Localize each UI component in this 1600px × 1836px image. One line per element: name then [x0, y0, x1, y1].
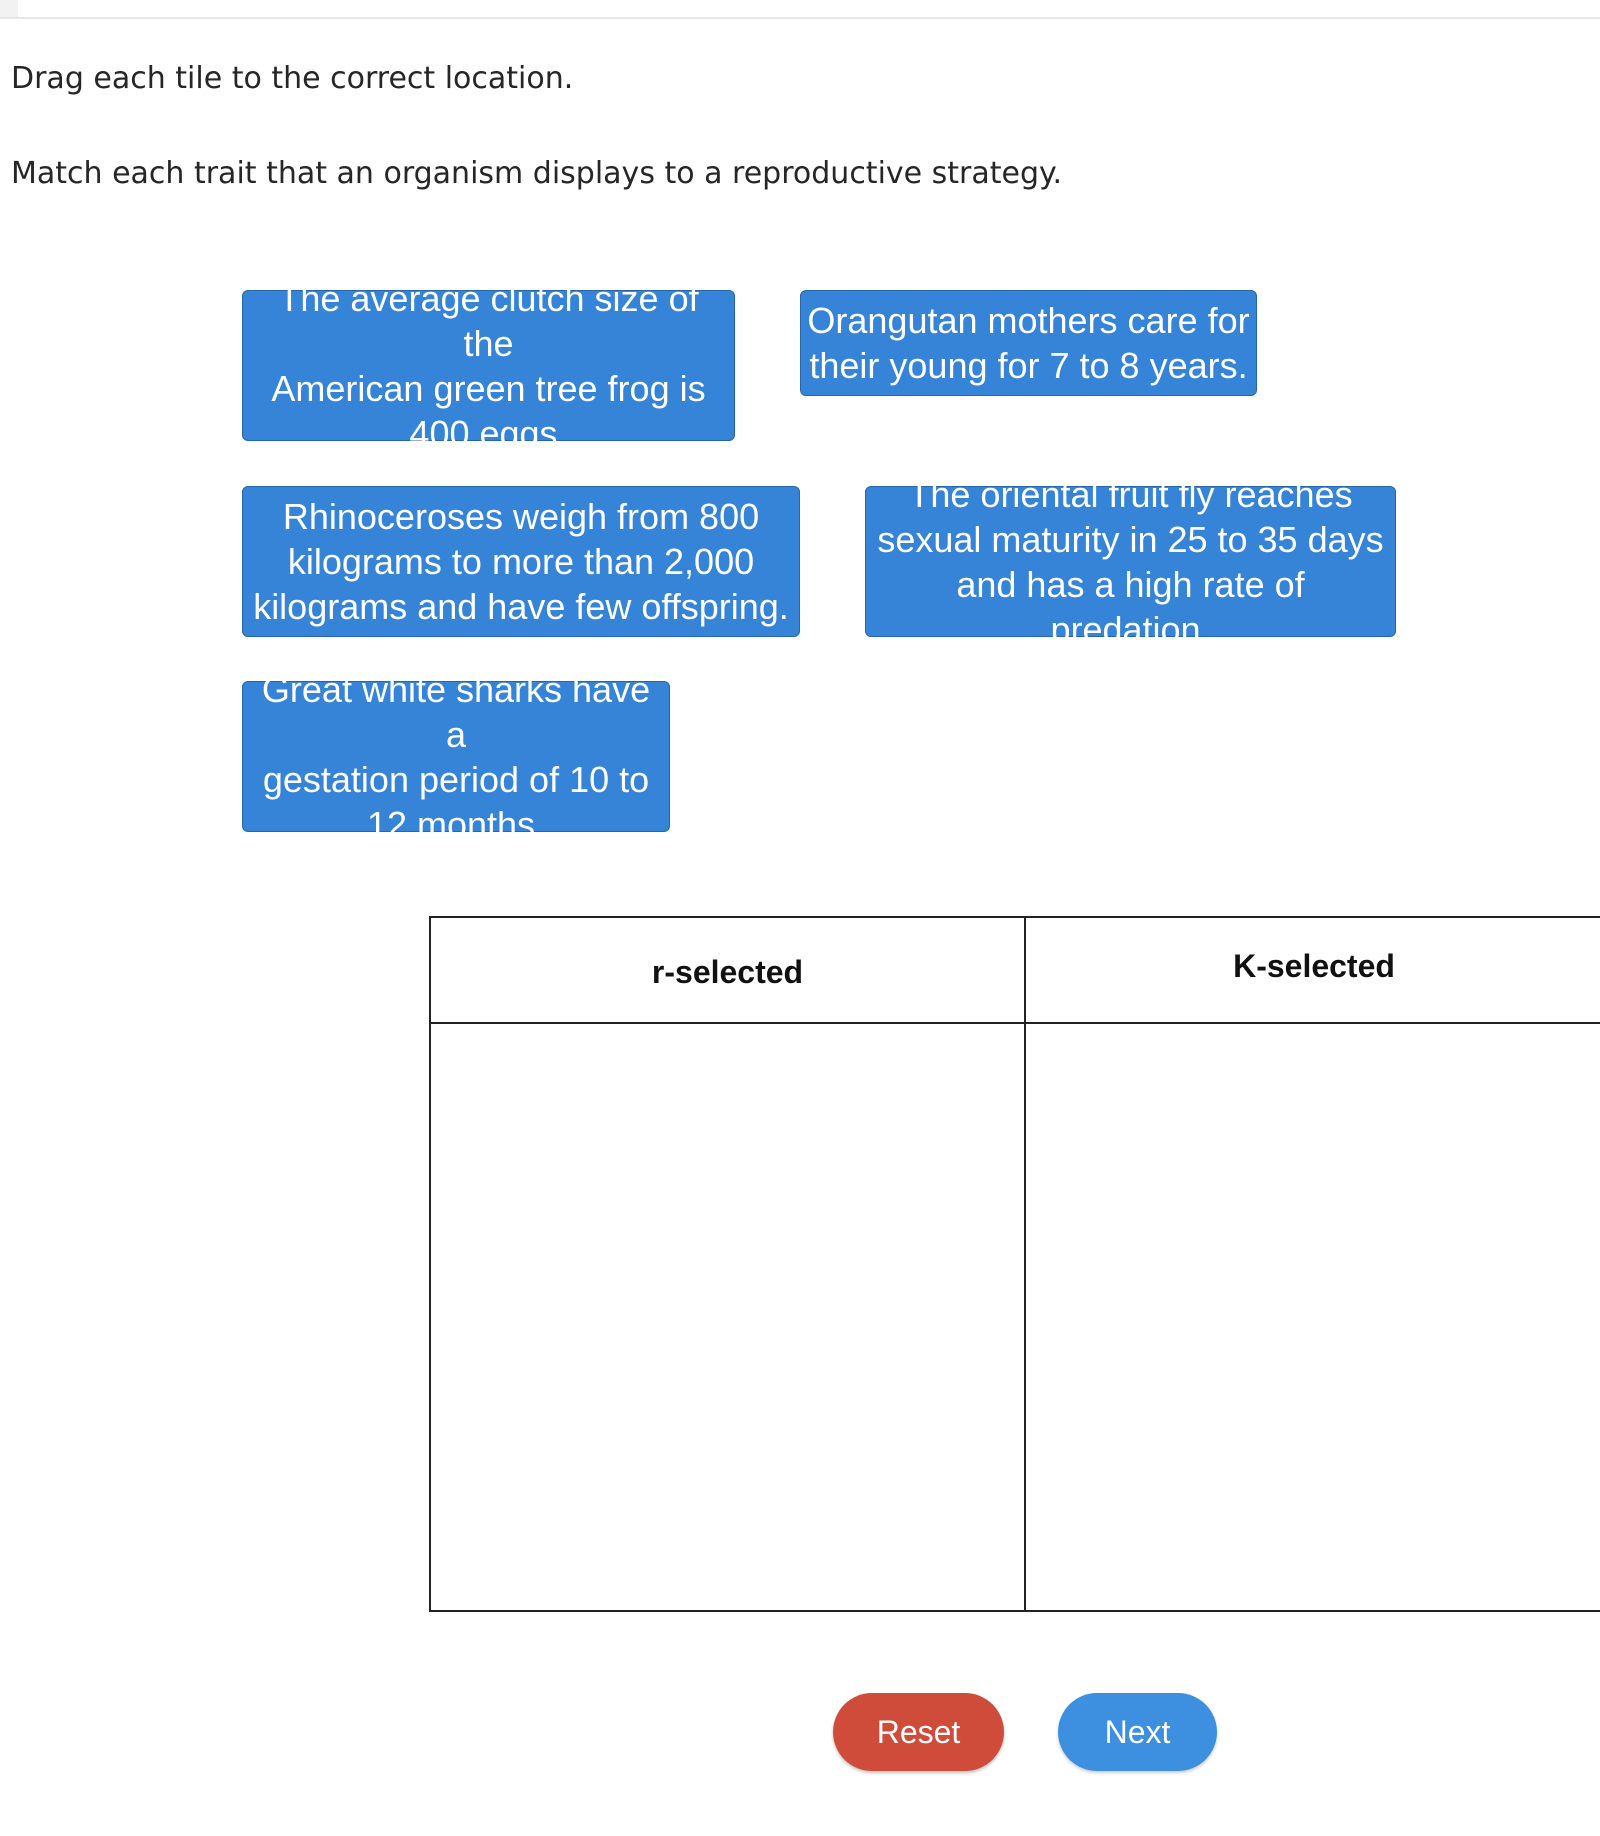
tile-line: kilograms to more than 2,000 [287, 541, 755, 582]
tile-text: Rhinoceroses weigh from 800 kilograms to… [253, 494, 789, 629]
tile-orangutan[interactable]: Orangutan mothers care for their young f… [800, 290, 1257, 396]
column-header-k-selected: K-selected [1233, 948, 1395, 984]
drop-zone-k-selected[interactable] [1026, 1024, 1600, 1610]
tile-line: Great white sharks have a [261, 668, 651, 755]
column-divider [1024, 918, 1026, 1610]
tile-text: The average clutch size of the American … [249, 276, 728, 456]
tile-line: kilograms and have few offspring. [253, 586, 789, 627]
header-divider [431, 1022, 1600, 1024]
tile-line: The average clutch size of the [278, 277, 699, 364]
tile-fruit-fly[interactable]: The oriental fruit fly reaches sexual ma… [865, 474, 1396, 650]
tile-line: Orangutan mothers care for [807, 300, 1250, 341]
tile-line: gestation period of 10 to [262, 758, 650, 800]
top-divider [0, 17, 1600, 19]
matching-table: r-selected K-selected [429, 916, 1600, 1612]
instruction-match: Match each trait that an organism displa… [11, 156, 1063, 191]
reset-button[interactable]: Reset [833, 1693, 1004, 1771]
tile-line: and has a high rate of predation. [956, 563, 1305, 650]
tile-line: Rhinoceroses weigh from 800 [282, 496, 760, 537]
tile-line: 12 months. [366, 803, 546, 845]
tile-text: The oriental fruit fly reaches sexual ma… [872, 472, 1389, 652]
drop-zone-r-selected[interactable] [431, 1024, 1024, 1610]
tile-line: The oriental fruit fly reaches [908, 473, 1353, 515]
tile-great-white-shark[interactable]: Great white sharks have a gestation peri… [242, 669, 670, 845]
tile-rhinoceros[interactable]: Rhinoceroses weigh from 800 kilograms to… [242, 486, 800, 637]
tile-tree-frog[interactable]: The average clutch size of the American … [242, 278, 735, 454]
tile-line: sexual maturity in 25 to 35 days [877, 518, 1384, 560]
tile-line: their young for 7 to 8 years. [809, 345, 1248, 386]
corner-mark [0, 0, 18, 17]
tile-text: Great white sharks have a gestation peri… [249, 667, 663, 847]
tile-line: American green tree frog is [271, 367, 706, 409]
column-header-r-selected: r-selected [651, 954, 804, 990]
instruction-drag: Drag each tile to the correct location. [11, 61, 574, 96]
tile-line: 400 eggs. [409, 412, 568, 454]
tile-text: Orangutan mothers care for their young f… [807, 298, 1249, 388]
next-button[interactable]: Next [1058, 1693, 1217, 1771]
